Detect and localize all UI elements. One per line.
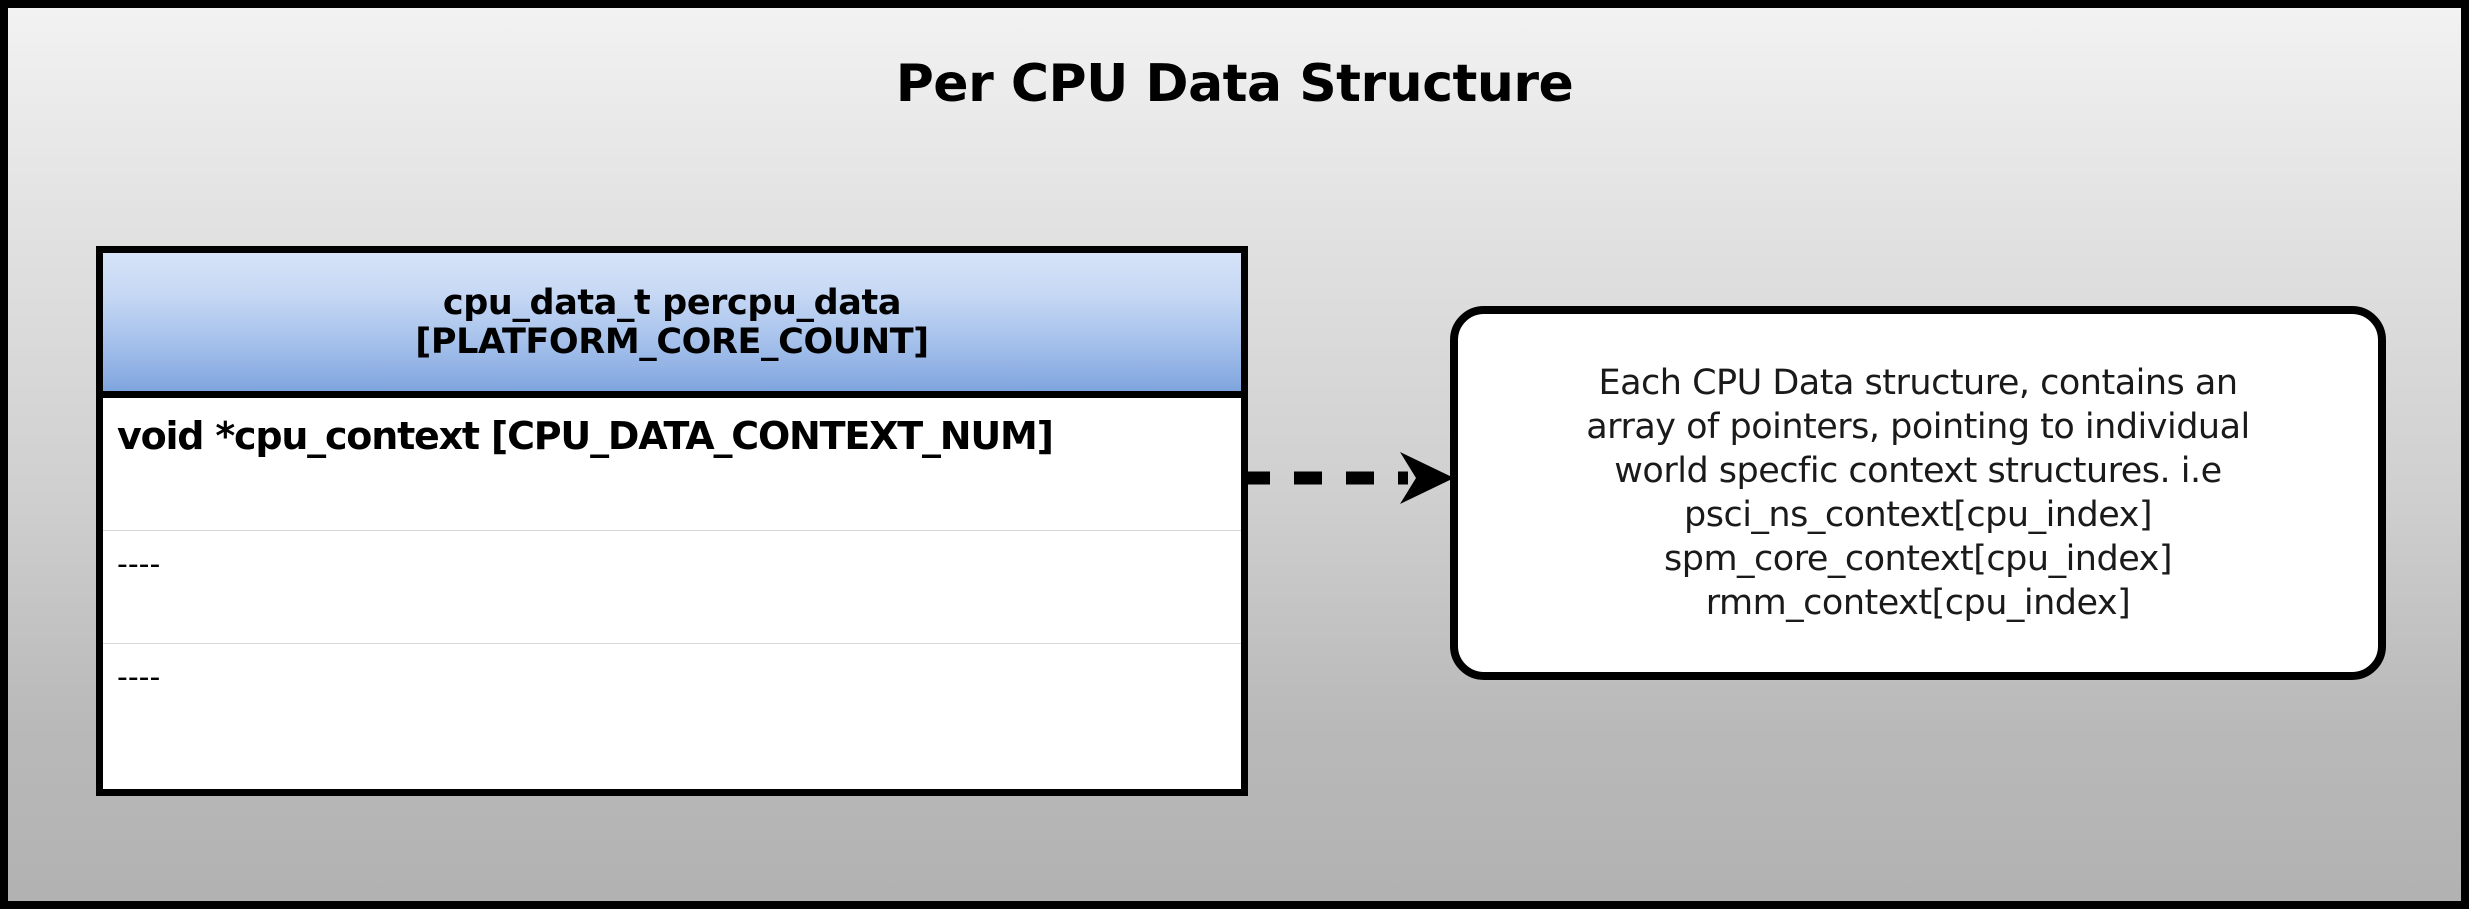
struct-table: cpu_data_t percpu_data [PLATFORM_CORE_CO…: [96, 246, 1248, 796]
struct-field-label: ----: [117, 547, 161, 582]
struct-field-label: void *cpu_context [CPU_DATA_CONTEXT_NUM]: [117, 414, 1054, 458]
dashed-arrow-right-icon: [1242, 452, 1454, 504]
struct-header-line-1: cpu_data_t percpu_data: [442, 282, 902, 323]
page-title: Per CPU Data Structure: [895, 54, 1574, 114]
note-callout: Each CPU Data structure, contains an arr…: [1450, 306, 2386, 680]
struct-table-body: void *cpu_context [CPU_DATA_CONTEXT_NUM]…: [103, 398, 1241, 789]
note-callout-text: Each CPU Data structure, contains an arr…: [1586, 362, 2250, 624]
struct-field-label: ----: [117, 660, 161, 695]
table-row: ----: [103, 643, 1241, 789]
connector-arrowhead: [1400, 452, 1454, 504]
table-row: ----: [103, 530, 1241, 643]
table-row: void *cpu_context [CPU_DATA_CONTEXT_NUM]: [103, 398, 1241, 530]
struct-header-line-2: [PLATFORM_CORE_COUNT]: [415, 322, 929, 362]
struct-table-header: cpu_data_t percpu_data [PLATFORM_CORE_CO…: [103, 253, 1241, 398]
